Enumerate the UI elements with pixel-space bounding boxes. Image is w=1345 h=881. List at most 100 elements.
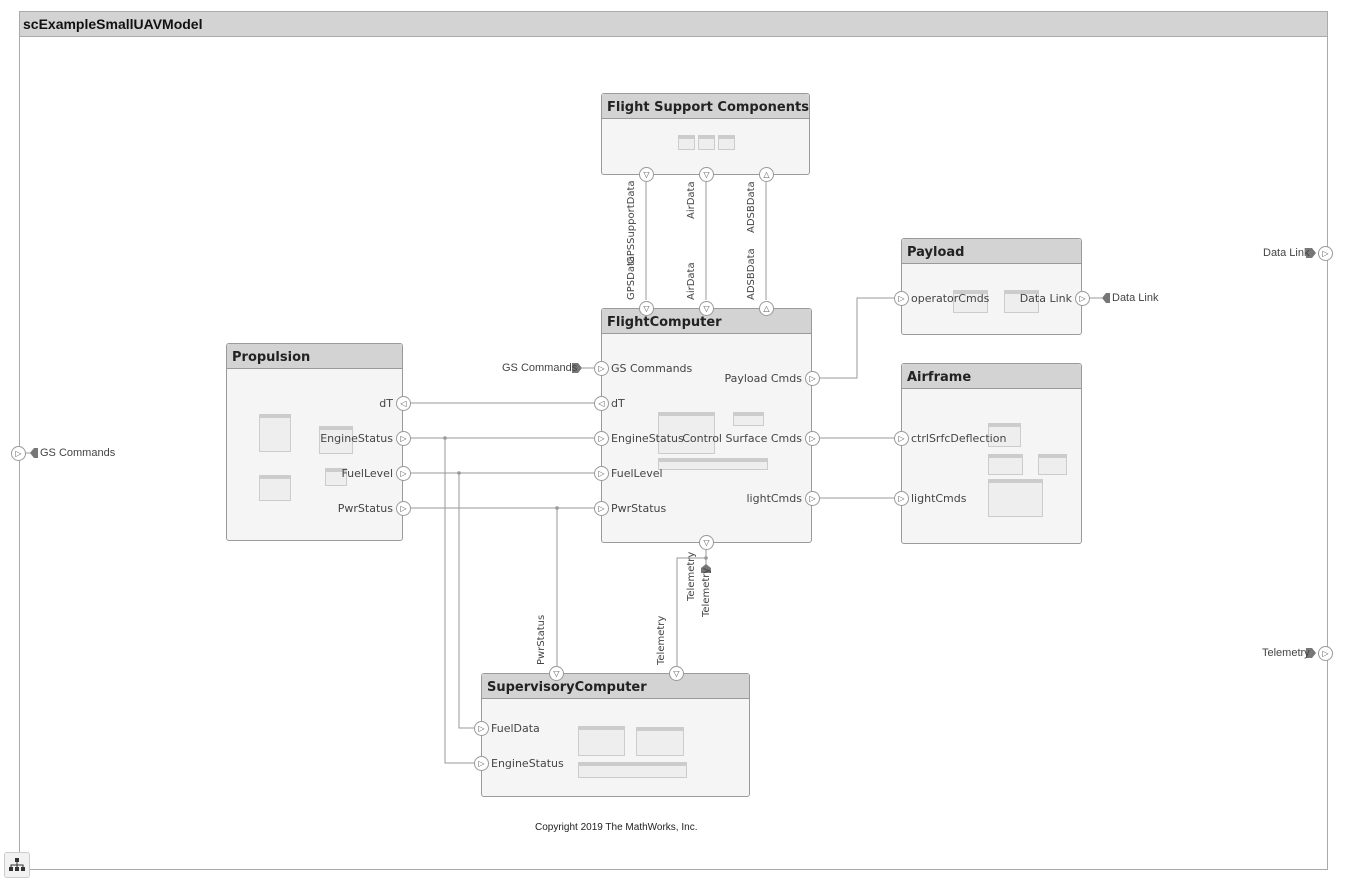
port-label: GS Commands (611, 362, 693, 375)
port-fuel-in[interactable]: ▷ (594, 466, 609, 481)
external-label-data-link: Data Link (1263, 247, 1310, 259)
port-pwr-status-sup[interactable]: ▽ (549, 666, 564, 681)
port-fuel-data[interactable]: ▷ (474, 721, 489, 736)
port-telemetry-out[interactable]: ▽ (699, 535, 714, 550)
port-engine-status-sup[interactable]: ▷ (474, 756, 489, 771)
port-label: dT (379, 397, 393, 410)
wire-fuel-branch[interactable] (458, 473, 474, 729)
label-telemetry-goto: Telemetry (701, 567, 712, 617)
port-ctrl-deflection[interactable]: ▷ (894, 431, 909, 446)
port-gps-out[interactable]: ▽ (639, 167, 654, 182)
port-label: PwrStatus (337, 502, 393, 515)
hierarchy-icon (9, 858, 25, 871)
port-label: FuelData (491, 722, 540, 735)
sub-component (658, 412, 715, 454)
goto-tag-datalink-payload (1102, 293, 1110, 303)
port-operator-cmds[interactable]: ▷ (894, 291, 909, 306)
port-data-link[interactable]: ▷ (1075, 291, 1090, 306)
component-airframe[interactable]: Airframe ctrlSrfcDeflection lightCmds (901, 363, 1082, 544)
port-adsb-out[interactable]: △ (759, 301, 774, 316)
sub-component (658, 458, 768, 470)
component-supervisory-computer[interactable]: SupervisoryComputer FuelData EngineStatu… (481, 673, 750, 797)
port-adsb-in[interactable]: △ (759, 167, 774, 182)
sub-component (319, 426, 353, 454)
sub-component (1004, 290, 1039, 313)
port-label: EngineStatus (320, 432, 393, 445)
port-label: lightCmds (911, 492, 967, 505)
port-gs-commands[interactable]: ▷ (594, 361, 609, 376)
port-engine-out[interactable]: ▷ (396, 431, 411, 446)
port-air-in[interactable]: ▽ (699, 301, 714, 316)
tag-label-datalink: Data Link (1112, 292, 1159, 304)
port-fuel-out[interactable]: ▷ (396, 466, 411, 481)
component-propulsion[interactable]: Propulsion dT EngineStatus FuelLevel Pwr… (226, 343, 403, 541)
port-dt-out[interactable]: ◁ (594, 396, 609, 411)
sub-component (988, 454, 1023, 475)
sub-component (578, 726, 625, 756)
component-title: Airframe (902, 364, 1081, 389)
port-label: PwrStatus (611, 502, 667, 515)
port-label: FuelLevel (611, 467, 663, 480)
sub-component (988, 423, 1021, 447)
wire-engine-branch[interactable] (444, 438, 474, 764)
component-title: Propulsion (227, 344, 402, 369)
sub-component (718, 135, 735, 150)
sub-component (953, 290, 988, 313)
external-port-gs-commands[interactable]: ▷ (11, 446, 26, 461)
external-label-telemetry: Telemetry (1262, 647, 1310, 659)
sub-component (1038, 454, 1067, 475)
sub-component (698, 135, 715, 150)
port-dt-in[interactable]: ◁ (396, 396, 411, 411)
port-label: EngineStatus (611, 432, 684, 445)
port-light-cmds[interactable]: ▷ (805, 491, 820, 506)
tag-datalink-ext (1306, 248, 1316, 258)
external-label-gs-commands: GS Commands (40, 447, 116, 459)
label-adsb-top: ADSBData (746, 181, 757, 233)
port-payload-cmds[interactable]: ▷ (805, 371, 820, 386)
port-label: Control Surface Cmds (682, 432, 802, 445)
component-flight-support[interactable]: Flight Support Components (601, 93, 810, 175)
goto-tag-telemetry-fc (701, 564, 711, 573)
label-telemetry-fc: Telemetry (686, 551, 697, 601)
component-payload[interactable]: Payload operatorCmds Data Link (901, 238, 1082, 335)
external-port-data-link[interactable]: ▷ (1318, 246, 1333, 261)
label-gps-top: GPSSupportData (626, 180, 637, 264)
external-port-telemetry[interactable]: ▷ (1318, 646, 1333, 661)
port-pwr-in[interactable]: ▷ (594, 501, 609, 516)
port-label: ctrlSrfcDeflection (911, 432, 1007, 445)
port-ctrl-cmds[interactable]: ▷ (805, 431, 820, 446)
port-air-out[interactable]: ▽ (699, 167, 714, 182)
port-label: EngineStatus (491, 757, 564, 770)
port-pwr-out[interactable]: ▷ (396, 501, 411, 516)
port-label: FuelLevel (341, 467, 393, 480)
port-label: Payload Cmds (724, 372, 802, 385)
port-label: lightCmds (746, 492, 803, 505)
model-title: scExampleSmallUAVModel (20, 12, 1327, 37)
label-pwr-sup: PwrStatus (536, 614, 547, 665)
label-adsb-bottom: ADSBData (746, 248, 757, 300)
sub-component (636, 727, 684, 756)
sub-component (259, 475, 291, 501)
label-air-top: AirData (686, 181, 697, 219)
sub-component (578, 762, 687, 778)
port-telemetry-sup[interactable]: ▽ (669, 666, 684, 681)
port-light-cmds-in[interactable]: ▷ (894, 491, 909, 506)
port-gps-in[interactable]: ▽ (639, 301, 654, 316)
sub-component (325, 468, 347, 486)
tag-label-gs-fc: GS Commands (502, 362, 578, 374)
label-telemetry-sup: Telemetry (656, 615, 667, 665)
label-air-bottom: AirData (686, 262, 697, 300)
tag-telemetry-ext (1306, 648, 1316, 658)
component-flight-computer[interactable]: FlightComputer GS Commands dT EngineStat… (601, 308, 812, 543)
wire-telemetry[interactable] (676, 550, 707, 666)
from-tag-gs-fc (572, 363, 582, 373)
model-hierarchy-button[interactable] (4, 852, 30, 878)
wire-payload-cmds[interactable] (819, 297, 894, 379)
component-title: Payload (902, 239, 1081, 264)
sub-component (259, 414, 291, 452)
component-title: SupervisoryComputer (482, 674, 749, 699)
copyright-text: Copyright 2019 The MathWorks, Inc. (535, 822, 698, 833)
sub-component (733, 412, 764, 426)
port-engine-in[interactable]: ▷ (594, 431, 609, 446)
